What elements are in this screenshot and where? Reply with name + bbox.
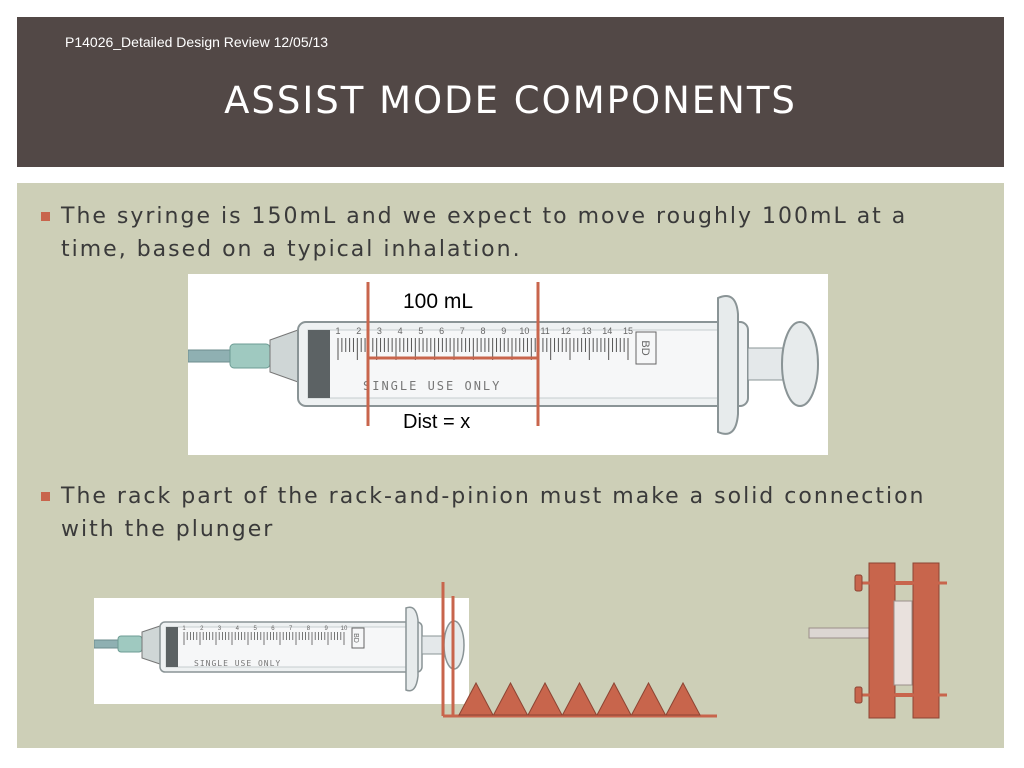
volume-label: 100 mL — [403, 290, 474, 313]
barrel-digit: 11 — [540, 326, 549, 336]
plunger-flange-slot — [893, 600, 913, 686]
distance-label: Dist = x — [403, 411, 471, 433]
barrel-digit: 1 — [335, 326, 340, 336]
rack-tooth — [561, 681, 598, 716]
syringe-figure-small: BD 1 2 3 4 5 6 7 8 9 10 SINGLE USE ONLY — [94, 598, 469, 704]
barrel-digit: 2 — [200, 626, 204, 632]
shaft — [808, 627, 872, 639]
rack-tooth — [596, 681, 632, 716]
rack-tooth — [665, 681, 701, 716]
barrel-digit: 10 — [519, 326, 529, 336]
barrel-digit: 7 — [460, 326, 465, 336]
slide-header: P14026_Detailed Design Review 12/05/13 A… — [17, 17, 1004, 167]
bolt-head-top — [854, 574, 863, 592]
barrel-digit: 10 — [341, 626, 348, 632]
bullet-text: The rack part of the rack-and-pinion mus… — [61, 484, 926, 542]
header-note: P14026_Detailed Design Review 12/05/13 — [65, 34, 329, 50]
brand-mark: BD — [352, 633, 359, 643]
barrel-digit: 4 — [236, 626, 240, 632]
barrel-digit: 6 — [271, 626, 275, 632]
barrel-digit: 1 — [182, 626, 186, 632]
barrel-text: SINGLE USE ONLY — [363, 379, 501, 393]
bullet-square-icon — [41, 492, 50, 501]
rack-diagram — [441, 582, 717, 718]
bullet-item: The syringe is 150mL and we expect to mo… — [41, 200, 961, 266]
bullet-text: The syringe is 150mL and we expect to mo… — [61, 204, 908, 262]
barrel-digit: 8 — [480, 326, 485, 336]
rack-tooth — [630, 681, 667, 716]
barrel-digit: 14 — [602, 326, 612, 336]
barrel-digit: 9 — [325, 626, 329, 632]
slide-content: The syringe is 150mL and we expect to mo… — [17, 183, 1004, 748]
bullet-square-icon — [41, 212, 50, 221]
bullet-item: The rack part of the rack-and-pinion mus… — [41, 480, 961, 546]
slide-title: ASSIST MODE COMPONENTS — [224, 79, 797, 122]
bolt-head-bottom — [854, 686, 863, 704]
syringe-illustration-small: BD 1 2 3 4 5 6 7 8 9 10 SINGLE USE ONLY — [94, 606, 465, 692]
barrel-digit: 12 — [561, 326, 571, 336]
clamp-right-bar — [912, 562, 940, 719]
barrel-digit: 5 — [418, 326, 423, 336]
barrel-digit: 7 — [289, 626, 293, 632]
pinion-assembly-diagram — [808, 562, 947, 719]
barrel-digit: 3 — [377, 326, 382, 336]
rack-teeth — [458, 681, 701, 716]
barrel-digit: 15 — [623, 326, 633, 336]
clamp-left-bar — [868, 562, 896, 719]
barrel-digit: 2 — [356, 326, 361, 336]
barrel-digit: 4 — [398, 326, 403, 336]
barrel-digit: 5 — [253, 626, 257, 632]
barrel-digit: 3 — [218, 626, 222, 632]
rack-tooth — [527, 681, 563, 716]
barrel-digit: 9 — [501, 326, 506, 336]
rack-tooth — [458, 681, 494, 716]
rack-tooth — [492, 681, 529, 716]
barrel-text: SINGLE USE ONLY — [194, 659, 281, 668]
brand-mark: BD — [639, 340, 651, 355]
barrel-digit: 6 — [439, 326, 444, 336]
barrel-digit: 8 — [307, 626, 311, 632]
barrel-digit: 13 — [582, 326, 592, 336]
